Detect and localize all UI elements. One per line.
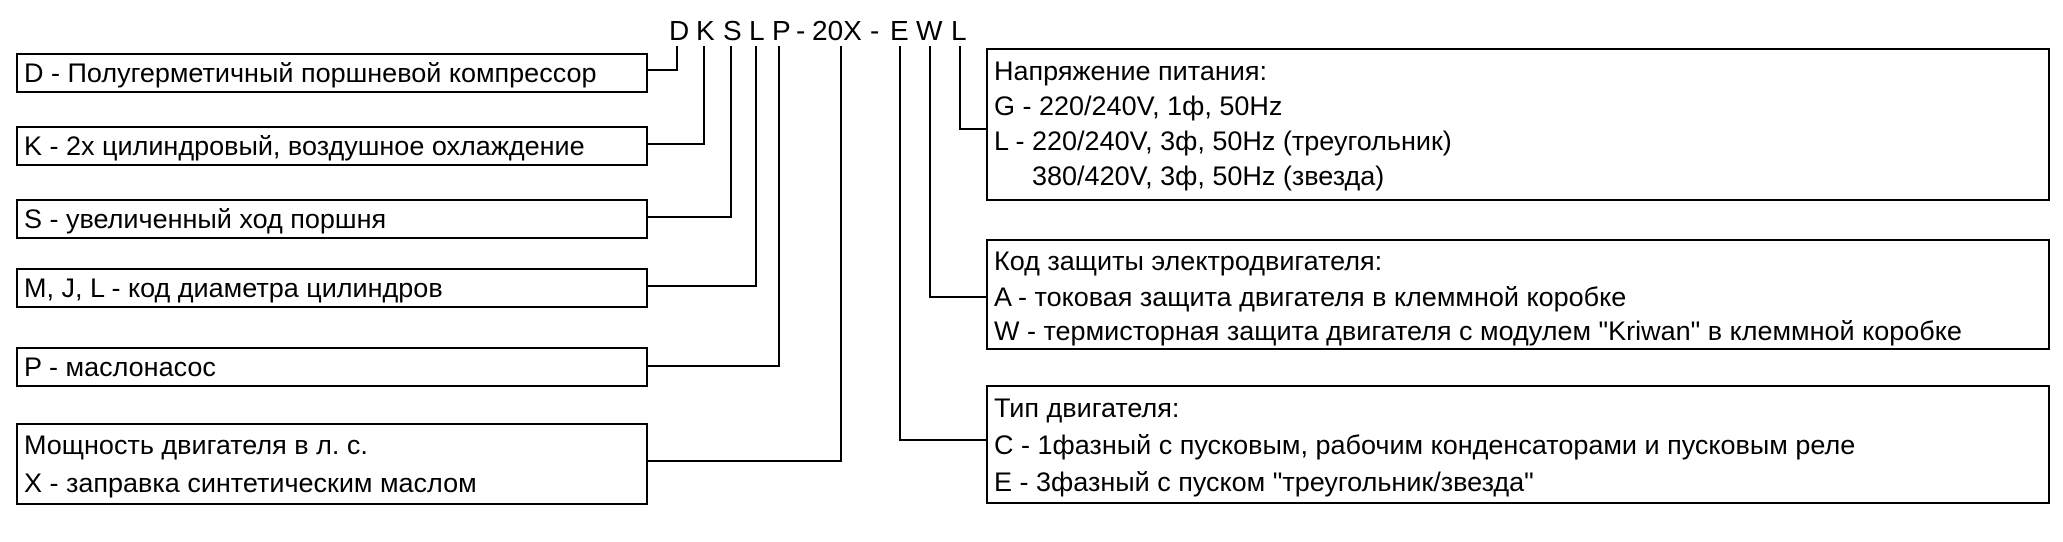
voltage-l-delta: L - 220/240V, 3ф, 50Hz (треугольник) bbox=[994, 126, 1452, 156]
code-dash-1: - bbox=[796, 15, 806, 46]
connector-p bbox=[647, 46, 780, 367]
box-l-line-1: M, J, L - код диаметра цилиндров bbox=[24, 273, 443, 303]
code-letter-s: S bbox=[723, 15, 742, 46]
box-motor-protection: Код защиты электродвигателя: A - токовая… bbox=[986, 239, 2050, 350]
box-s-stroke: S - увеличенный ход поршня bbox=[16, 199, 648, 239]
connector-l bbox=[647, 46, 757, 287]
motor-e: E - 3фазный с пуском "треугольник/звезда… bbox=[994, 467, 1534, 497]
voltage-g: G - 220/240V, 1ф, 50Hz bbox=[994, 91, 1283, 121]
box-k-cylinders: K - 2х цилиндровый, воздушное охлаждение bbox=[16, 126, 648, 166]
protection-title: Код защиты электродвигателя: bbox=[994, 246, 1383, 276]
connector-d bbox=[647, 46, 678, 71]
code-letter-l: L bbox=[749, 15, 765, 46]
code-letter-e: E bbox=[890, 15, 909, 46]
code-letter-l2: L bbox=[951, 15, 967, 46]
connector-w bbox=[929, 46, 987, 298]
box-l-bore-code: M, J, L - код диаметра цилиндров bbox=[16, 268, 648, 308]
code-letter-p: P bbox=[772, 15, 791, 46]
box-p-oil-pump: P - маслонасос bbox=[16, 347, 648, 387]
box-p-line-1: P - маслонасос bbox=[24, 352, 216, 382]
code-letter-d: D bbox=[669, 15, 690, 46]
connector-x bbox=[647, 46, 842, 462]
box-x-power-oil: Мощность двигателя в л. с. X - заправка … bbox=[16, 423, 648, 505]
code-power-20x: 20X bbox=[812, 15, 862, 46]
code-letter-w: W bbox=[916, 15, 943, 46]
connector-s bbox=[647, 46, 732, 218]
box-x-line-1: Мощность двигателя в л. с. bbox=[24, 430, 368, 460]
box-motor-type: Тип двигателя: C - 1фазный с пусковым, р… bbox=[986, 385, 2050, 504]
box-d-line-1: D - Полугерметичный поршневой компрессор bbox=[24, 58, 597, 88]
connector-e bbox=[899, 46, 987, 441]
box-x-line-2: X - заправка синтетическим маслом bbox=[24, 468, 477, 498]
box-k-line-1: K - 2х цилиндровый, воздушное охлаждение bbox=[24, 131, 585, 161]
box-s-line-1: S - увеличенный ход поршня bbox=[24, 204, 387, 234]
protection-a: A - токовая защита двигателя в клеммной … bbox=[994, 282, 1627, 312]
voltage-l-star: 380/420V, 3ф, 50Hz (звезда) bbox=[1032, 161, 1385, 191]
motor-title: Тип двигателя: bbox=[994, 393, 1180, 423]
code-dash-2: - bbox=[870, 15, 880, 46]
box-d-compressor-type: D - Полугерметичный поршневой компрессор bbox=[16, 53, 648, 93]
motor-c: C - 1фазный с пусковым, рабочим конденса… bbox=[994, 430, 1856, 460]
box-voltage: Напряжение питания: G - 220/240V, 1ф, 50… bbox=[986, 48, 2050, 201]
connector-l2 bbox=[959, 46, 987, 130]
protection-w: W - термисторная защита двигателя с моду… bbox=[994, 316, 1962, 346]
connector-k bbox=[647, 46, 705, 145]
voltage-title: Напряжение питания: bbox=[994, 56, 1267, 86]
code-letter-k: K bbox=[696, 15, 715, 46]
